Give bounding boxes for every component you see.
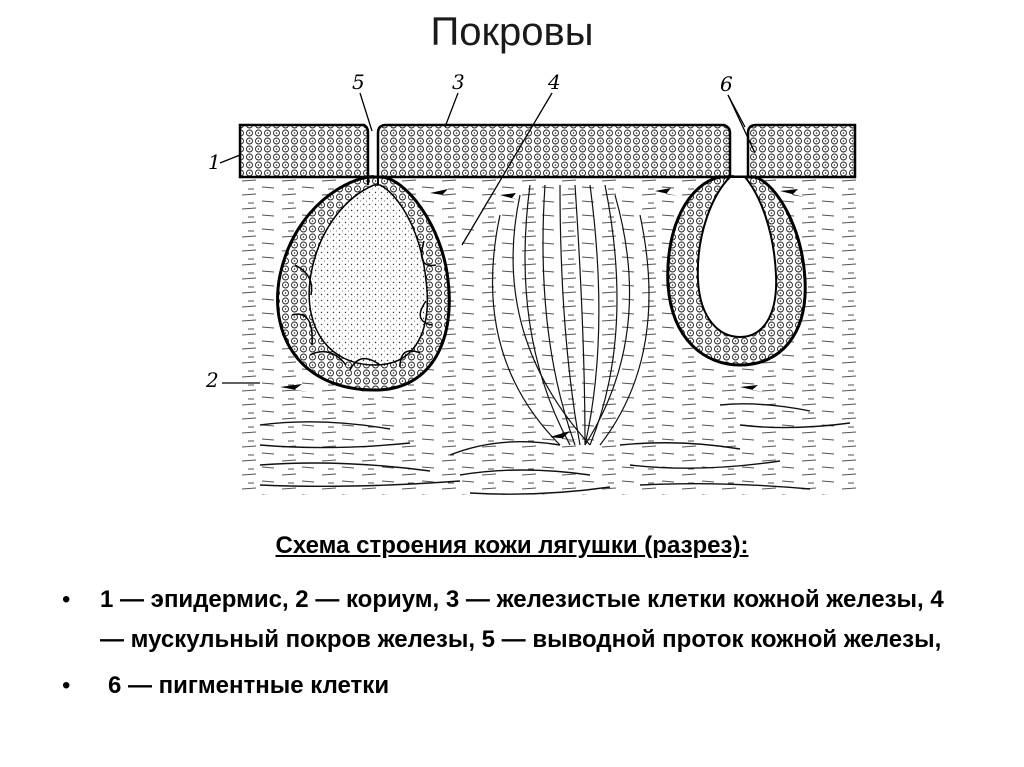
- callout-leaders: [219, 92, 756, 384]
- callout-1: 1: [208, 150, 221, 174]
- pigment-cells: [280, 188, 804, 440]
- legend-item-text: 1 — эпидермис, 2 — кориум, 3 — железисты…: [100, 586, 944, 653]
- callout-6: 6: [720, 72, 733, 96]
- epidermis-left: [238, 123, 370, 179]
- callout-4: 4: [547, 70, 561, 94]
- fibre-bundle: [491, 184, 650, 446]
- callout-5: 5: [352, 70, 365, 94]
- legend-item-text: 6 — пигментные клетки: [108, 672, 390, 699]
- bullet-icon: •: [62, 586, 71, 613]
- callout-3: 3: [452, 70, 465, 94]
- legend-item: • 6 — пигментные клетки: [62, 666, 962, 706]
- epidermis-right: [746, 123, 857, 179]
- slide-title: Покровы: [430, 10, 594, 54]
- legend-item: • 1 — эпидермис, 2 — кориум, 3 — железис…: [62, 580, 962, 660]
- diagram-caption: Схема строения кожи лягушки (разрез):: [275, 532, 749, 559]
- left-gland-lumen: [308, 184, 429, 366]
- callout-2: 2: [205, 368, 219, 392]
- excretory-duct: [367, 133, 379, 185]
- legend-list: • 1 — эпидермис, 2 — кориум, 3 — железис…: [62, 580, 962, 706]
- left-gland-cells: [291, 240, 437, 371]
- right-gland-lumen: [696, 176, 778, 339]
- corium-fibres: [259, 403, 851, 495]
- skin-section-diagram: 1 2 3 4 5 6: [200, 65, 880, 505]
- bullet-icon: •: [62, 672, 71, 699]
- epidermis-middle: [376, 123, 732, 179]
